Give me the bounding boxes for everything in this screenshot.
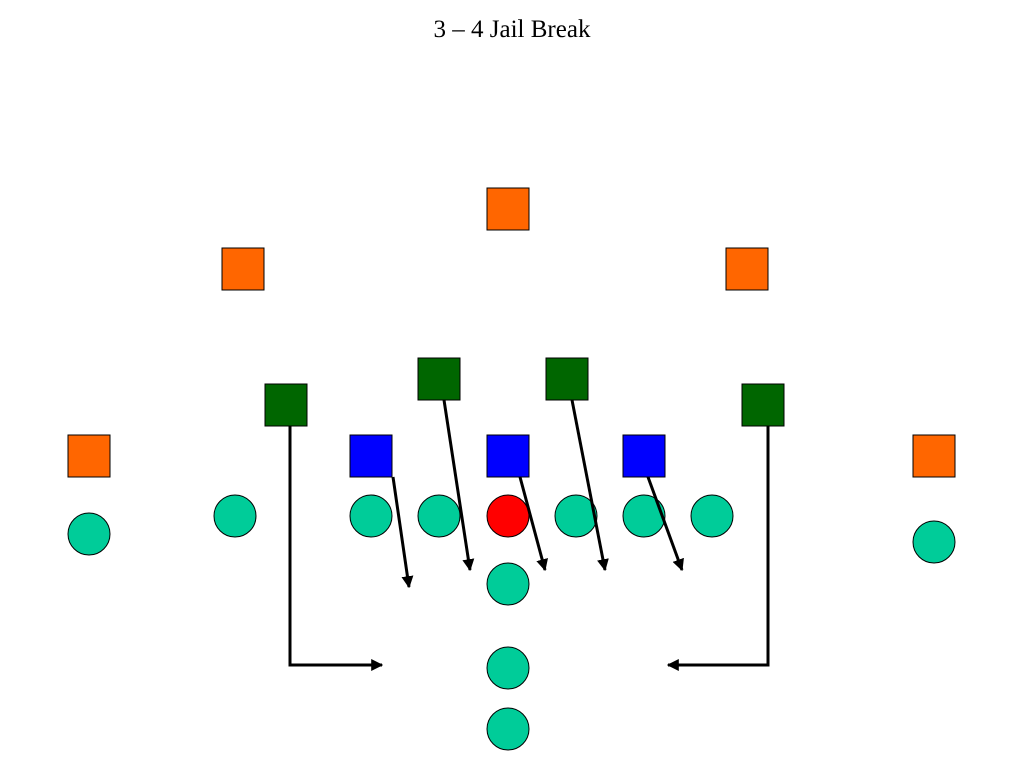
left-inside-linebacker bbox=[417, 357, 461, 401]
left-defensive-end bbox=[349, 434, 393, 478]
linebackers bbox=[264, 357, 785, 427]
right-inside-linebacker bbox=[545, 357, 589, 401]
offensive-player-quarterback bbox=[486, 562, 530, 606]
left-olb-blitz-route bbox=[288, 426, 384, 671]
slide-title: 3 – 4 Jail Break bbox=[433, 16, 591, 43]
left-de-rush-route bbox=[391, 476, 414, 589]
routes bbox=[288, 399, 770, 671]
offensive-player-left-tackle bbox=[349, 494, 393, 538]
right-olb-blitz-route bbox=[666, 426, 770, 671]
defensive-backs bbox=[67, 187, 956, 478]
right-defensive-end bbox=[622, 434, 666, 478]
left-ilb-blitz-route bbox=[442, 399, 475, 572]
offensive-player-tailback bbox=[486, 707, 530, 751]
right-outside-linebacker bbox=[741, 383, 785, 427]
offensive-player-right-tackle bbox=[622, 494, 666, 538]
defensive-linemen bbox=[349, 434, 666, 478]
center bbox=[486, 494, 530, 538]
left-safety bbox=[221, 247, 265, 291]
offense bbox=[67, 494, 956, 751]
right-cornerback bbox=[912, 434, 956, 478]
offensive-player-right-guard bbox=[554, 494, 598, 538]
nose-tackle-rush-route bbox=[518, 476, 548, 572]
offensive-player-right-tight-end bbox=[690, 494, 734, 538]
free-safety bbox=[486, 187, 530, 231]
right-de-rush-route bbox=[646, 476, 684, 572]
right-ilb-blitz-route bbox=[570, 399, 609, 572]
left-cornerback bbox=[67, 434, 111, 478]
offensive-player-left-guard bbox=[417, 494, 461, 538]
offensive-player-left-tight-end bbox=[213, 494, 257, 538]
offensive-player-right-split-end bbox=[912, 520, 956, 564]
right-safety bbox=[725, 247, 769, 291]
offensive-player-fullback bbox=[486, 646, 530, 690]
nose-tackle bbox=[486, 434, 530, 478]
offensive-player-left-split-end bbox=[67, 512, 111, 556]
left-outside-linebacker bbox=[264, 383, 308, 427]
